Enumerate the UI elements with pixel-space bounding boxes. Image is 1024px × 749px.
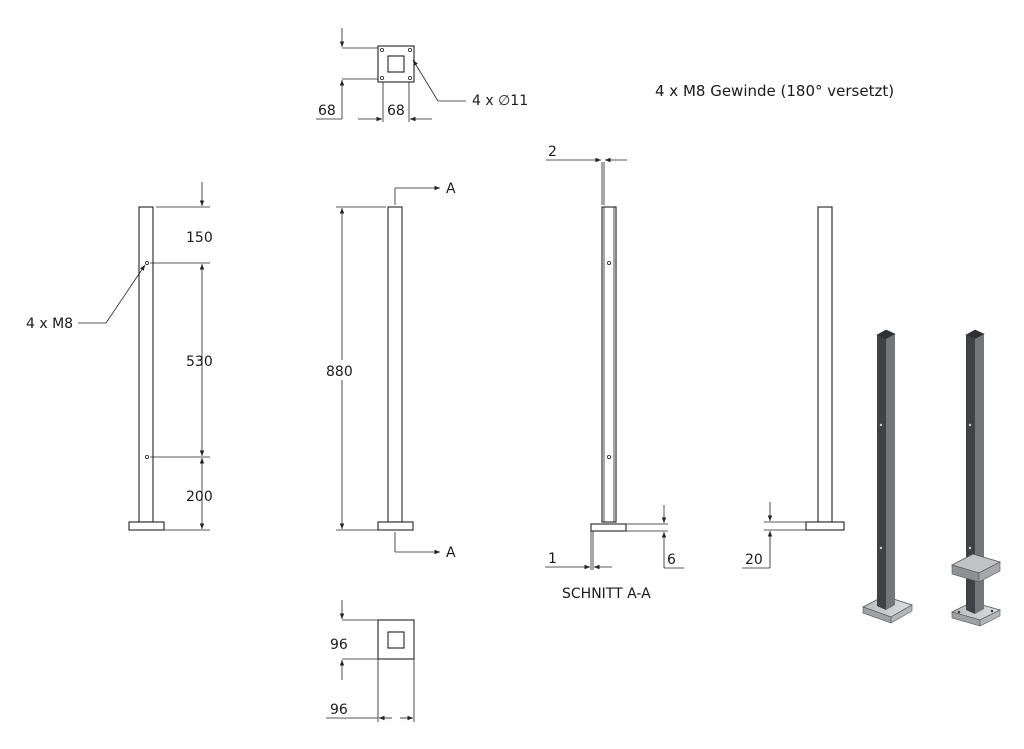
dim-top-plate-width: 68 [387,103,405,119]
dim-base-height-right: 20 [745,552,763,568]
dim-total-height: 880 [326,364,353,380]
post-front-view: 150 530 200 4 x M8 [26,182,213,531]
dim-top-plate-height: 68 [318,103,336,119]
base-plate-view: 96 96 [326,600,415,722]
thread-hole [144,260,149,265]
dim-wall-thickness: 2 [548,144,557,160]
hole-callout: 4 x ∅11 [472,93,528,109]
thread-hole [144,454,149,459]
post-3d-render-2 [950,329,1002,627]
section-marker-bottom: A [446,545,456,561]
thread-callout: 4 x M8 [26,316,73,332]
dim-top-offset: 150 [186,230,213,246]
flange-hole [407,48,412,53]
thread-hole [607,454,612,459]
dim-base-offset: 1 [548,551,557,567]
top-flange-view: 68 68 4 x ∅11 [316,28,528,122]
dim-hole-spacing: 530 [186,354,213,370]
post-3d-render-1 [862,329,913,624]
dim-base-plate-height: 96 [330,637,348,653]
top-flange-bore [387,55,405,73]
section-base-plate [590,523,627,532]
section-view: 2 1 6 SCHNITT A-A [545,144,684,602]
post-rear-view: 20 [742,206,845,569]
post-base-plate [377,521,414,531]
section-label: SCHNITT A-A [562,586,651,602]
post-body [387,206,403,523]
post-base-plate [128,521,165,531]
dim-bottom-offset: 200 [186,489,213,505]
flange-hole [379,48,384,53]
post-base-plate [805,521,845,531]
post-body [138,206,154,523]
post-body [817,206,833,523]
flange-hole [407,76,412,81]
base-plate-outline [377,619,415,660]
flange-hole [379,76,384,81]
dim-base-thickness: 6 [667,552,676,568]
section-marker-top: A [446,181,456,197]
section-post-body [601,206,617,523]
dim-base-plate-width: 96 [330,702,348,718]
base-plate-bore [387,631,405,649]
post-side-view: 880 A A [326,181,456,561]
thread-hole [607,260,612,265]
thread-note: 4 x M8 Gewinde (180° versetzt) [655,82,894,100]
